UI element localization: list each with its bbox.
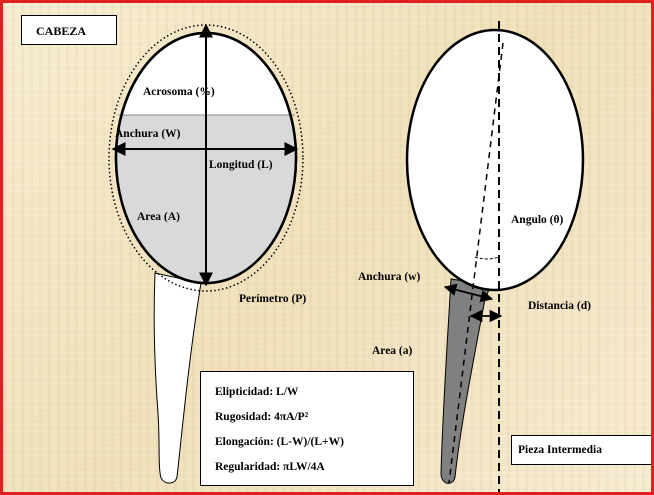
head-width-label: Anchura (W) — [115, 129, 181, 141]
midpiece-area-label: Area (a) — [372, 346, 412, 358]
formula-ellipticity: Elipticidad: L/W — [215, 380, 413, 405]
right-head — [407, 30, 583, 290]
formula-rugosity: Rugosidad: 4πA/P² — [215, 405, 413, 430]
angle-label: Angulo (θ) — [511, 215, 563, 227]
head-length-label: Longitud (L) — [209, 160, 273, 172]
distance-label: Distancia (d) — [528, 301, 591, 313]
head-area-label: Area (A) — [137, 212, 180, 224]
midpiece-title-box: Pieza Intermedia — [511, 435, 654, 465]
formula-elongation: Elongación: (L-W)/(L+W) — [215, 430, 413, 455]
left-tail — [154, 273, 201, 483]
formula-regularity: Regularidad: πLW/4A — [215, 455, 413, 480]
acrosome-label: Acrosoma (%) — [143, 87, 215, 99]
midpiece-width-label: Anchura (w) — [358, 272, 420, 284]
perimeter-label: Perímetro (P) — [239, 294, 306, 306]
midpiece — [441, 279, 491, 483]
title-box: CABEZA — [21, 15, 117, 45]
formula-box: Elipticidad: L/W Rugosidad: 4πA/P² Elong… — [200, 371, 414, 486]
